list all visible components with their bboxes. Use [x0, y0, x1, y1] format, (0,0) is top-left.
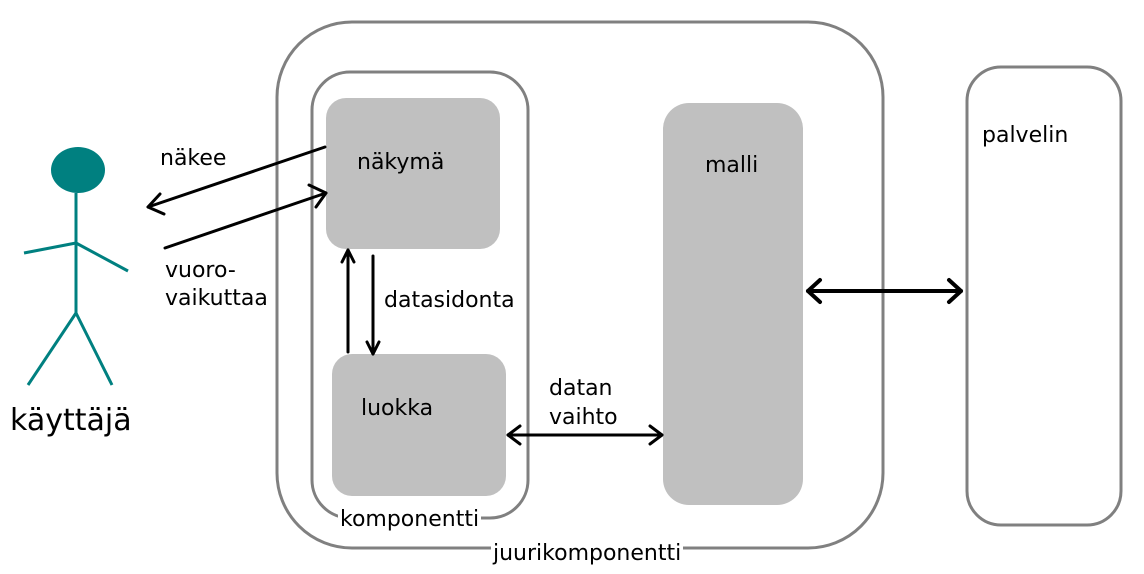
arrow-vuorovaikuttaa-head	[307, 183, 328, 209]
arrow-vuorovaikuttaa	[163, 191, 328, 250]
malli-label: malli	[705, 153, 759, 178]
luokka-label: luokka	[361, 396, 434, 421]
juurikomponentti-label: juurikomponentti	[491, 541, 684, 566]
malli-box	[663, 103, 803, 505]
arrow-nakee	[146, 145, 327, 209]
label-vuoro-line2: vaikuttaa	[165, 286, 268, 311]
arrow-malli-palvelin-left-head	[806, 278, 822, 304]
label-datan-line1: datan	[549, 376, 613, 401]
actor-label: käyttäjä	[10, 403, 132, 438]
actor-leg-right	[74, 312, 114, 386]
actor-arm-left	[23, 241, 77, 255]
palvelin-container	[965, 65, 1123, 527]
luokka-box	[332, 354, 506, 496]
arrow-datan-vaihto-right-head	[648, 424, 664, 446]
label-vuoro-line1: vuoro-	[165, 258, 236, 283]
arrow-malli-palvelin-right-head	[947, 278, 963, 304]
arrow-nakee-head	[146, 192, 166, 216]
actor-arm-right	[75, 241, 129, 273]
arrow-datan-vaihto-left-head	[506, 424, 522, 446]
actor-head	[51, 147, 105, 193]
label-datan-line2: vaihto	[549, 405, 618, 430]
arrow-datasidonta-down-head	[365, 340, 381, 356]
nakyma-box	[326, 98, 500, 249]
actor-figure	[23, 147, 129, 386]
palvelin-label: palvelin	[982, 123, 1069, 148]
label-datasidonta: datasidonta	[382, 288, 517, 313]
nakyma-label: näkymä	[357, 150, 445, 175]
arrow-datasidonta-up-head	[340, 248, 356, 264]
actor-leg-left	[26, 312, 78, 386]
komponentti-label: komponentti	[338, 507, 482, 532]
label-nakee: näkee	[160, 146, 227, 171]
